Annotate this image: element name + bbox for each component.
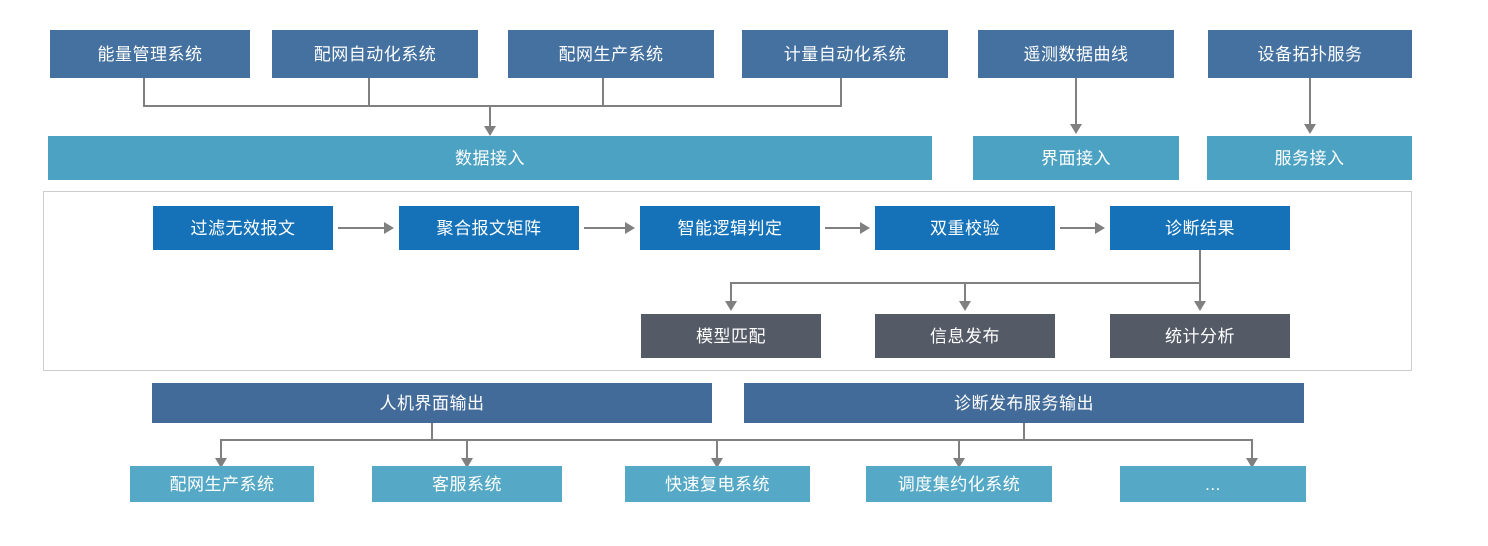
result-box-info-publish[interactable]: 信息发布 <box>875 314 1055 358</box>
source-box-distribution-production[interactable]: 配网生产系统 <box>508 30 714 78</box>
arrow-down-icon <box>1304 124 1316 134</box>
connector-line <box>368 78 370 106</box>
access-bar-label: 数据接入 <box>455 148 525 168</box>
arrow-down-icon <box>461 458 473 468</box>
connector-line <box>1075 78 1077 126</box>
connector-line <box>840 78 842 106</box>
result-box-model-match[interactable]: 模型匹配 <box>641 314 821 358</box>
pipeline-box-diagnosis[interactable]: 诊断结果 <box>1110 206 1290 250</box>
arrow-down-icon <box>1070 124 1082 134</box>
connector-line <box>716 439 718 461</box>
connector-line <box>584 227 627 229</box>
consumer-label: 配网生产系统 <box>169 474 275 494</box>
source-label: 遥测数据曲线 <box>1023 44 1129 64</box>
pipeline-box-double-check[interactable]: 双重校验 <box>875 206 1055 250</box>
source-box-topology-service[interactable]: 设备拓扑服务 <box>1208 30 1412 78</box>
access-bar-label: 界面接入 <box>1041 148 1111 168</box>
connector-line <box>964 282 966 304</box>
arrow-right-icon <box>1095 222 1105 234</box>
source-label: 设备拓扑服务 <box>1257 44 1363 64</box>
output-bar-diagnosis-service[interactable]: 诊断发布服务输出 <box>744 383 1304 423</box>
output-bar-label: 诊断发布服务输出 <box>954 393 1094 413</box>
result-label: 模型匹配 <box>696 326 766 346</box>
arrow-right-icon <box>860 222 870 234</box>
consumer-label: 调度集约化系统 <box>897 474 1021 494</box>
consumer-box-dispatch-intensive[interactable]: 调度集约化系统 <box>866 466 1052 502</box>
arrow-down-icon <box>1246 458 1258 468</box>
arrow-down-icon <box>725 301 737 311</box>
pipeline-label: 双重校验 <box>930 218 1000 238</box>
connector-line <box>220 439 222 461</box>
connector-line <box>338 227 386 229</box>
connector-bus <box>716 439 1253 441</box>
result-label: 信息发布 <box>930 326 1000 346</box>
source-label: 计量自动化系统 <box>783 44 907 64</box>
arrow-down-icon <box>953 458 965 468</box>
connector-line <box>1251 439 1253 461</box>
arrow-down-icon <box>959 301 971 311</box>
connector-bus <box>220 439 717 441</box>
pipeline-label: 聚合报文矩阵 <box>436 218 542 238</box>
connector-line <box>730 282 732 304</box>
arrow-right-icon <box>625 222 635 234</box>
result-label: 统计分析 <box>1165 326 1235 346</box>
result-box-statistics[interactable]: 统计分析 <box>1110 314 1290 358</box>
arrow-down-icon <box>1194 301 1206 311</box>
consumer-box-more[interactable]: ... <box>1120 466 1306 502</box>
source-label: 配网自动化系统 <box>313 44 437 64</box>
source-label: 能量管理系统 <box>97 44 203 64</box>
arrow-down-icon <box>215 458 227 468</box>
pipeline-label: 过滤无效报文 <box>190 218 296 238</box>
connector-line <box>1060 227 1097 229</box>
source-box-telemetry-curve[interactable]: 遥测数据曲线 <box>978 30 1174 78</box>
consumer-box-distribution-production[interactable]: 配网生产系统 <box>130 466 314 502</box>
connector-line <box>1023 423 1025 440</box>
connector-line <box>825 227 862 229</box>
consumer-label: 客服系统 <box>432 474 502 494</box>
access-bar-data[interactable]: 数据接入 <box>48 136 932 180</box>
connector-line <box>143 78 145 106</box>
pipeline-label: 诊断结果 <box>1165 218 1235 238</box>
arrow-down-icon <box>711 458 723 468</box>
output-bar-label: 人机界面输出 <box>379 393 485 413</box>
access-bar-ui[interactable]: 界面接入 <box>973 136 1179 180</box>
pipeline-box-aggregate[interactable]: 聚合报文矩阵 <box>399 206 579 250</box>
connector-line <box>602 78 604 106</box>
pipeline-box-filter[interactable]: 过滤无效报文 <box>153 206 333 250</box>
consumer-label: ... <box>1205 474 1221 494</box>
source-box-metering-automation[interactable]: 计量自动化系统 <box>742 30 948 78</box>
connector-line <box>466 439 468 461</box>
source-box-distribution-automation[interactable]: 配网自动化系统 <box>272 30 478 78</box>
connector-line <box>1199 250 1201 283</box>
arrow-right-icon <box>384 222 394 234</box>
connector-line <box>489 105 491 129</box>
connector-bus <box>143 105 842 107</box>
source-box-energy-management[interactable]: 能量管理系统 <box>50 30 250 78</box>
pipeline-box-logic[interactable]: 智能逻辑判定 <box>640 206 820 250</box>
arrow-down-icon <box>484 126 496 136</box>
connector-line <box>958 439 960 461</box>
consumer-box-fast-restoration[interactable]: 快速复电系统 <box>625 466 810 502</box>
consumer-label: 快速复电系统 <box>665 474 770 494</box>
pipeline-label: 智能逻辑判定 <box>677 218 783 238</box>
connector-line <box>1309 78 1311 126</box>
output-bar-hmi[interactable]: 人机界面输出 <box>152 383 712 423</box>
source-label: 配网生产系统 <box>558 44 664 64</box>
access-bar-label: 服务接入 <box>1274 148 1345 168</box>
connector-line <box>431 423 433 440</box>
consumer-box-customer-service[interactable]: 客服系统 <box>372 466 562 502</box>
access-bar-service[interactable]: 服务接入 <box>1207 136 1412 180</box>
connector-line <box>1199 282 1201 304</box>
